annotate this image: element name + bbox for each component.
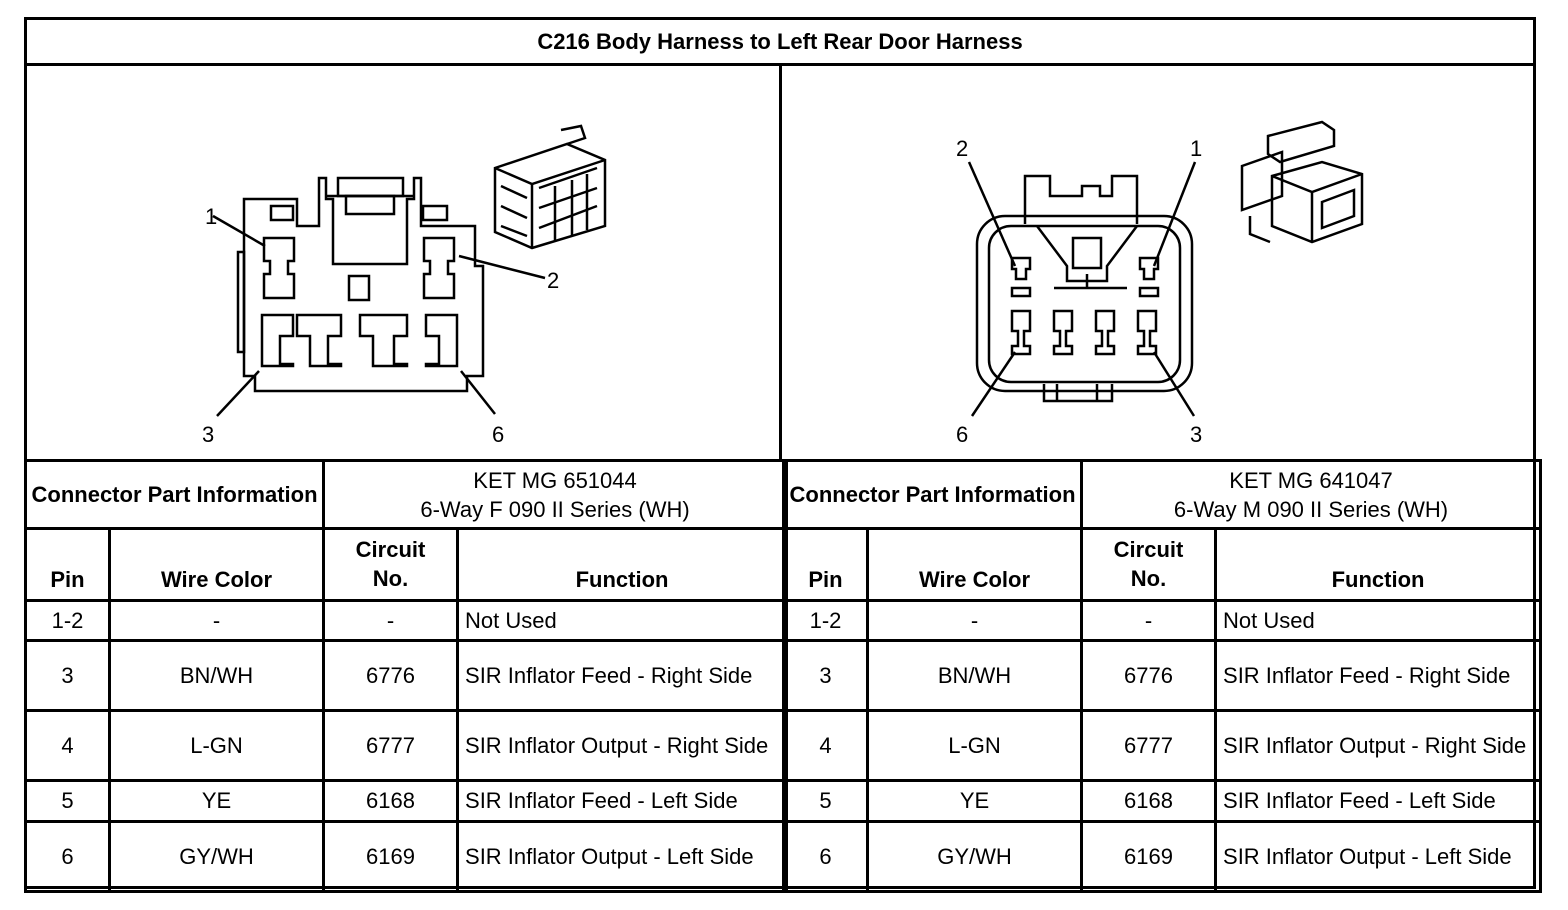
function-cell: Not Used <box>1214 599 1543 642</box>
pin-cell: 4 <box>24 709 111 782</box>
pin-cell: 6 <box>24 820 111 893</box>
table-row: 4 L-GN 6777 SIR Inflator Output - Right … <box>24 709 789 782</box>
table-row: 5 YE 6168 SIR Inflator Feed - Left Side <box>24 779 789 823</box>
circuit-cell: 6168 <box>322 779 460 823</box>
function-cell: SIR Inflator Output - Right Side <box>1214 709 1543 782</box>
function-cell: SIR Inflator Output - Right Side <box>456 709 789 782</box>
pin-label-3: 3 <box>202 422 214 447</box>
pin-label-2: 2 <box>956 136 968 161</box>
function-cell: Not Used <box>456 599 789 642</box>
col-function: Function <box>1214 527 1543 602</box>
table-row: 3 BN/WH 6776 SIR Inflator Feed - Right S… <box>782 639 1543 712</box>
table-row: 6 GY/WH 6169 SIR Inflator Output - Left … <box>24 820 789 893</box>
male-connector-drawing: 2 1 6 3 <box>956 120 1364 447</box>
wire-color-cell: L-GN <box>865 709 1084 782</box>
pin-label-1: 1 <box>205 204 217 229</box>
wire-color-cell: YE <box>107 779 326 823</box>
table-row: 6 GY/WH 6169 SIR Inflator Output - Left … <box>782 820 1543 893</box>
wire-color-cell: BN/WH <box>107 639 326 712</box>
page-title: C216 Body Harness to Left Rear Door Harn… <box>27 20 1533 66</box>
left-connector-diagram: 1 2 3 6 <box>27 66 782 459</box>
circuit-cell: 6776 <box>1080 639 1218 712</box>
part-number: KET MG 641047 <box>1229 467 1393 493</box>
col-wire-color: Wire Color <box>107 527 326 602</box>
wire-color-cell: GY/WH <box>107 820 326 893</box>
col-function: Function <box>456 527 789 602</box>
wire-color-cell: - <box>865 599 1084 642</box>
circuit-cell: 6169 <box>322 820 460 893</box>
circuit-cell: 6777 <box>1080 709 1218 782</box>
table-row: 3 BN/WH 6776 SIR Inflator Feed - Right S… <box>24 639 789 712</box>
part-info-value: KET MG 641047 6-Way M 090 II Series (WH) <box>1080 459 1543 530</box>
pin-label-6: 6 <box>956 422 968 447</box>
col-pin: Pin <box>24 527 111 602</box>
table-row: 1-2 - - Not Used <box>24 599 789 642</box>
wire-color-cell: BN/WH <box>865 639 1084 712</box>
circuit-cell: 6776 <box>322 639 460 712</box>
function-cell: SIR Inflator Output - Left Side <box>1214 820 1543 893</box>
function-cell: SIR Inflator Feed - Right Side <box>456 639 789 712</box>
pin-label-3: 3 <box>1190 422 1202 447</box>
pin-cell: 5 <box>782 779 869 823</box>
part-info-row: Connector Part Information KET MG 651044… <box>23 459 789 530</box>
pin-cell: 6 <box>782 820 869 893</box>
pin-cell: 4 <box>782 709 869 782</box>
part-description: 6-Way M 090 II Series (WH) <box>1173 496 1449 522</box>
table-row: 1-2 - - Not Used <box>782 599 1543 642</box>
part-number: KET MG 651044 <box>473 467 637 493</box>
pin-cell: 1-2 <box>782 599 869 642</box>
female-connector-drawing: 1 2 3 6 <box>202 124 607 447</box>
part-info-value: KET MG 651044 6-Way F 090 II Series (WH) <box>322 459 789 530</box>
circuit-cell: 6168 <box>1080 779 1218 823</box>
wire-color-cell: YE <box>865 779 1084 823</box>
pin-cell: 3 <box>782 639 869 712</box>
part-description: 6-Way F 090 II Series (WH) <box>420 496 690 522</box>
pin-label-1: 1 <box>1190 136 1202 161</box>
pin-cell: 1-2 <box>24 599 111 642</box>
connector-end-view-sheet: C216 Body Harness to Left Rear Door Harn… <box>23 17 1543 893</box>
part-info-label: Connector Part Information <box>781 459 1084 530</box>
col-wire-color: Wire Color <box>865 527 1084 602</box>
part-info-label: Connector Part Information <box>23 459 326 530</box>
pin-label-2: 2 <box>547 268 559 293</box>
pin-cell: 5 <box>24 779 111 823</box>
pin-label-6: 6 <box>492 422 504 447</box>
wire-color-cell: L-GN <box>107 709 326 782</box>
function-cell: SIR Inflator Feed - Left Side <box>1214 779 1543 823</box>
table-row: 4 L-GN 6777 SIR Inflator Output - Right … <box>782 709 1543 782</box>
function-cell: SIR Inflator Output - Left Side <box>456 820 789 893</box>
wire-color-cell: - <box>107 599 326 642</box>
circuit-cell: - <box>322 599 460 642</box>
function-cell: SIR Inflator Feed - Left Side <box>456 779 789 823</box>
pin-cell: 3 <box>24 639 111 712</box>
right-pinout-table: Connector Part Information KET MG 641047… <box>781 459 1543 893</box>
part-info-row: Connector Part Information KET MG 641047… <box>781 459 1543 530</box>
circuit-cell: 6169 <box>1080 820 1218 893</box>
left-pinout-table: Connector Part Information KET MG 651044… <box>23 459 789 893</box>
function-cell: SIR Inflator Feed - Right Side <box>1214 639 1543 712</box>
right-connector-diagram: 2 1 6 3 <box>782 66 1536 459</box>
circuit-cell: 6777 <box>322 709 460 782</box>
col-pin: Pin <box>782 527 869 602</box>
wire-color-cell: GY/WH <box>865 820 1084 893</box>
circuit-cell: - <box>1080 599 1218 642</box>
table-row: 5 YE 6168 SIR Inflator Feed - Left Side <box>782 779 1543 823</box>
